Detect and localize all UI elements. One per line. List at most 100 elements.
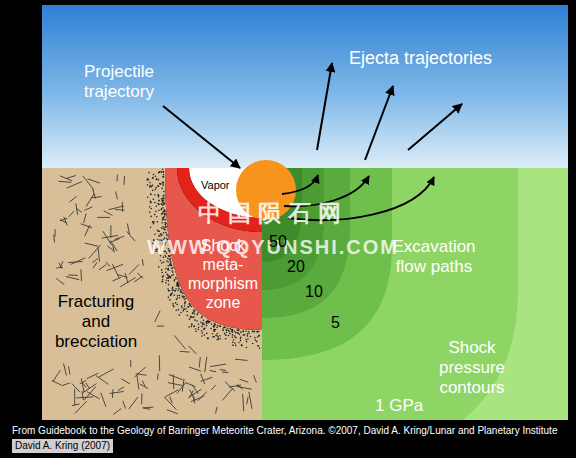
stipple-dot [176, 299, 178, 301]
stipple-dot [170, 276, 172, 278]
fracture-line [215, 407, 217, 414]
stipple-dot [160, 209, 162, 211]
stipple-dot [148, 172, 150, 174]
fracture-line [64, 364, 67, 376]
fracture-line [127, 224, 129, 235]
fracture-line [59, 181, 72, 182]
stipple-dot [152, 190, 154, 192]
credit-label: David A. Kring (2007) [12, 439, 113, 453]
stipple-dot [217, 339, 219, 341]
fracture-line [52, 381, 62, 386]
fracture-line [169, 375, 183, 380]
stipple-dot [213, 326, 215, 328]
stipple-dot [198, 326, 200, 328]
stipple-dot [206, 333, 208, 335]
stipple-dot [161, 272, 163, 274]
stipple-dot [155, 175, 157, 177]
stipple-dot [191, 326, 193, 328]
stipple-dot [185, 301, 187, 303]
stipple-dot [253, 331, 255, 333]
fracture-line [82, 391, 83, 400]
fracture-line [87, 373, 99, 378]
stipple-dot [164, 214, 166, 216]
fracture-line [222, 388, 233, 400]
fracture-line [81, 224, 93, 228]
stipple-dot [150, 202, 152, 204]
stipple-dot [155, 189, 157, 191]
stipple-dot [178, 285, 180, 287]
watermark: 中国陨石网 [198, 199, 348, 227]
stipple-dot [235, 337, 237, 339]
fracture-line [222, 372, 228, 373]
stipple-dot [163, 199, 165, 201]
fracture-line [71, 258, 86, 265]
stipple-dot [164, 227, 166, 229]
stipple-dot [150, 208, 152, 210]
fracture-line [53, 370, 61, 381]
stipple-dot [176, 304, 178, 306]
stipple-dot [163, 171, 165, 173]
stipple-dot [148, 179, 150, 181]
fracture-line [116, 175, 117, 182]
stipple-dot [162, 183, 164, 185]
fracture-line [143, 407, 154, 409]
stipple-dot [162, 276, 164, 278]
fracture-line [157, 374, 159, 380]
stipple-dot [158, 179, 160, 181]
stipple-dot [168, 290, 170, 292]
stipple-dot [165, 225, 167, 227]
stipple-dot [184, 305, 186, 307]
stipple-dot [176, 282, 178, 284]
stipple-dot [163, 176, 165, 178]
stipple-dot [178, 288, 180, 290]
stipple-dot [255, 339, 257, 341]
fracture-line [56, 267, 63, 269]
fracture-line [240, 379, 249, 382]
stipple-dot [172, 287, 174, 289]
stipple-dot [182, 297, 184, 299]
stipple-dot [182, 293, 184, 295]
stipple-dot [215, 329, 217, 331]
stipple-dot [191, 324, 193, 326]
stipple-dot [201, 326, 203, 328]
stipple-dot [242, 334, 244, 336]
stipple-dot [217, 336, 219, 338]
stipple-dot [153, 222, 155, 224]
stipple-dot [208, 321, 210, 323]
fracture-line [67, 181, 83, 188]
stipple-dot [162, 226, 164, 228]
stipple-dot [240, 336, 242, 338]
stipple-dot [150, 185, 152, 187]
stipple-dot [217, 333, 219, 335]
stipple-dot [194, 313, 196, 315]
stipple-dot [162, 182, 164, 184]
fracture-line [104, 211, 113, 216]
stipple-dot [233, 339, 235, 341]
stipple-dot [234, 342, 236, 344]
stipple-dot [182, 310, 184, 312]
stipple-dot [201, 332, 203, 334]
ejecta-arrow [408, 104, 462, 150]
stipple-dot [250, 336, 252, 338]
stipple-dot [175, 277, 177, 279]
stipple-dot [216, 335, 218, 337]
stipple-dot [166, 279, 168, 281]
stipple-dot [168, 290, 170, 292]
fracture-line [60, 176, 72, 181]
stipple-dot [155, 211, 157, 213]
stipple-dot [229, 333, 231, 335]
fracture-line [87, 392, 100, 399]
stipple-dot [163, 191, 165, 193]
stipple-dot [247, 338, 249, 340]
stipple-dot [150, 226, 152, 228]
stipple-dot [150, 201, 152, 203]
stipple-dot [170, 276, 172, 278]
stipple-dot [162, 281, 164, 283]
fracture-line [198, 392, 207, 401]
fracture-line [189, 346, 197, 354]
stipple-dot [188, 303, 190, 305]
stipple-dot [147, 184, 149, 186]
fracture-line [115, 209, 124, 211]
stipple-dot [158, 196, 160, 198]
fracture-line [247, 397, 248, 405]
